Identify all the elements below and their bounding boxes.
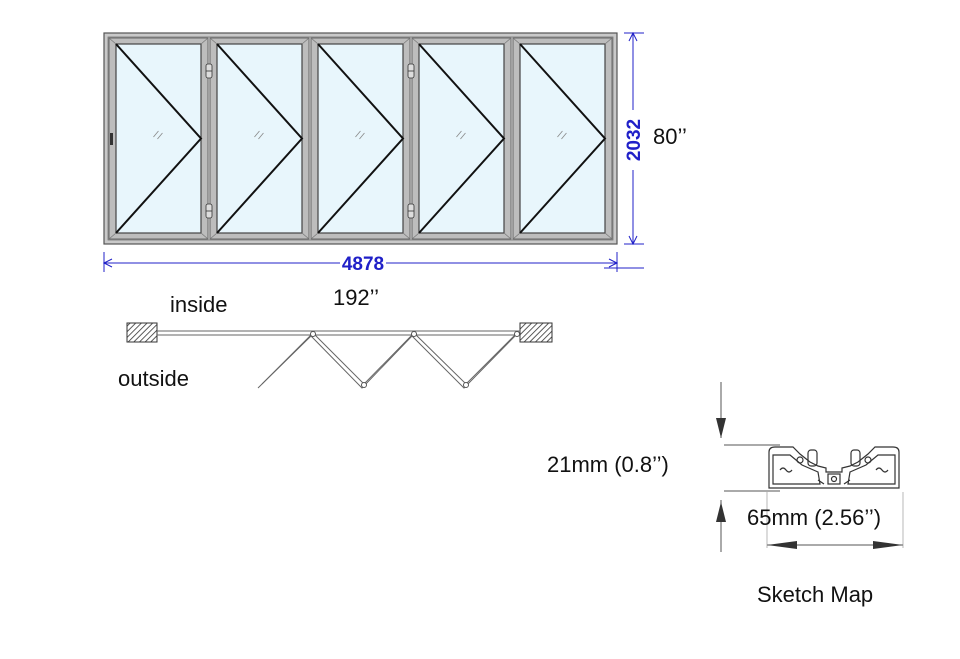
handle bbox=[110, 133, 113, 145]
glass-pane bbox=[216, 43, 303, 234]
height-inch-label: 80’’ bbox=[653, 124, 687, 149]
width-mm-label: 4878 bbox=[342, 254, 384, 275]
glass-mark bbox=[557, 130, 563, 138]
right-wall bbox=[519, 322, 553, 343]
glass-pane bbox=[317, 43, 404, 234]
glass-mark bbox=[153, 130, 159, 138]
glass-pane bbox=[418, 43, 505, 234]
glass-mark bbox=[561, 132, 567, 140]
glass-pane bbox=[519, 43, 606, 234]
profile-sketch: 21mm (0.8’’) 65mm (2.56’’) Sketch Map bbox=[547, 382, 904, 607]
swing-indicator bbox=[216, 43, 304, 234]
glass-mark bbox=[460, 132, 466, 140]
profile-height-label: 21mm (0.8’’) bbox=[547, 452, 669, 477]
glass-mark bbox=[359, 132, 365, 140]
glass-pane bbox=[115, 43, 202, 234]
profile-width-label: 65mm (2.56’’) bbox=[747, 505, 881, 530]
inside-label: inside bbox=[170, 292, 227, 317]
glass-mark bbox=[157, 132, 163, 140]
door-elevation bbox=[103, 32, 618, 245]
outside-label: outside bbox=[118, 366, 189, 391]
glass-mark bbox=[254, 130, 260, 138]
left-wall bbox=[126, 322, 158, 343]
swing-indicator bbox=[317, 43, 405, 234]
width-inch-label: 192’’ bbox=[333, 285, 379, 310]
fold-plan-view: inside outside bbox=[118, 292, 553, 391]
height-dimension: 2032 80’’ bbox=[624, 31, 687, 246]
height-mm-label: 2032 bbox=[624, 119, 645, 161]
glass-mark bbox=[355, 130, 361, 138]
frame-profile bbox=[768, 446, 900, 489]
door-panels bbox=[108, 37, 613, 240]
sketch-map-caption: Sketch Map bbox=[757, 582, 873, 607]
width-dimension: 4878 192’’ bbox=[102, 252, 644, 310]
swing-indicator bbox=[418, 43, 506, 234]
swing-indicator bbox=[115, 43, 203, 234]
swing-indicator bbox=[519, 43, 607, 234]
glass-mark bbox=[258, 132, 264, 140]
glass-mark bbox=[456, 130, 462, 138]
